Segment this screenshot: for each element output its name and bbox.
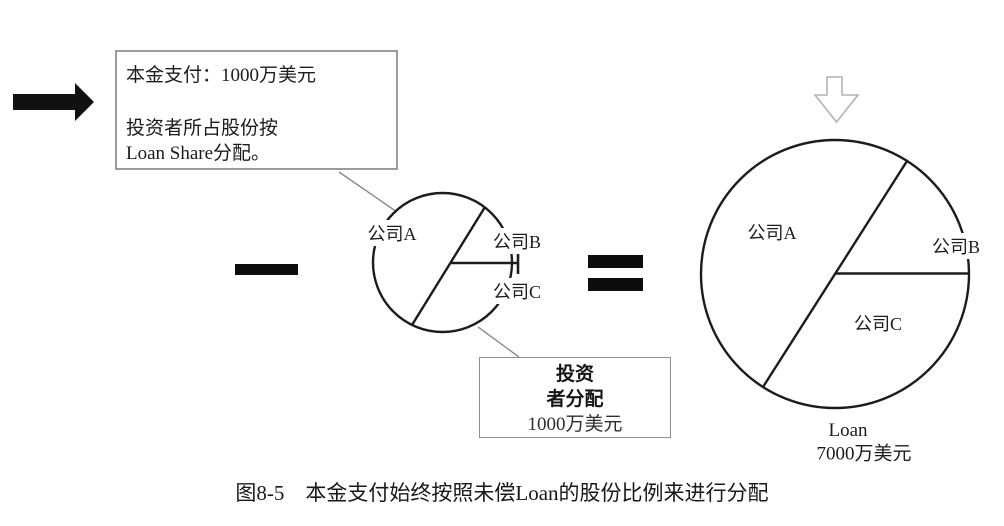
small-pie-label-company-c: 公司C: [490, 278, 544, 304]
arrow-down-icon: [813, 76, 860, 124]
connector-smallpie-to-allocbox: [477, 326, 520, 358]
figure-caption: 图8-5 本金支付始终按照未偿Loan的股份比例来进行分配: [235, 481, 769, 505]
equals-icon: [588, 255, 643, 291]
big-pie-label-company-c: 公司C: [851, 310, 905, 336]
big-pie-label-company-b: 公司B: [929, 233, 983, 259]
small-pie-divider-diagonal: [410, 206, 487, 326]
alloc-line-2: 者分配: [546, 389, 604, 410]
note-line-1: 本金支付：1000万美元: [126, 65, 317, 86]
principal-note-box: 本金支付：1000万美元 投资者所占股份按 Loan Share分配。: [115, 50, 398, 170]
alloc-line-1: 投资: [555, 364, 594, 385]
note-line-3: Loan Share分配。: [126, 143, 271, 164]
small-pie-label-company-a: 公司A: [365, 220, 419, 246]
minus-icon: [235, 264, 298, 275]
arrow-right-icon: [13, 83, 94, 121]
connector-notebox-to-smallpie: [338, 171, 398, 213]
small-pie-chart: [371, 191, 520, 334]
big-pie-chart: [699, 138, 971, 410]
alloc-amount: 1000万美元: [527, 414, 623, 435]
big-pie-label-company-a: 公司A: [745, 219, 799, 245]
note-line-2: 投资者所占股份按: [126, 118, 279, 139]
small-pie-label-company-b: 公司B: [490, 228, 544, 254]
investor-allocation-box: 投资 者分配 1000万美元: [479, 357, 671, 438]
loan-label: Loan: [828, 420, 868, 441]
loan-amount: 7000万美元: [816, 443, 912, 465]
